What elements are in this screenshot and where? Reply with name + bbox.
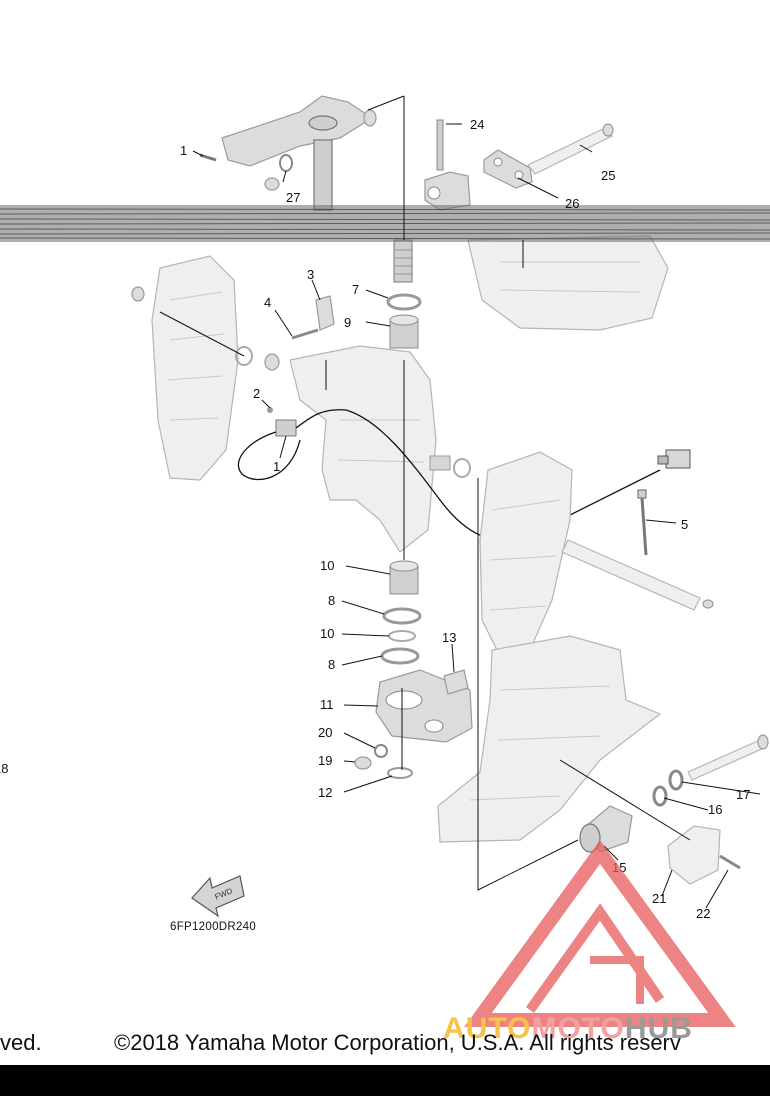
watermark-moto: MOTO	[531, 1012, 625, 1045]
spacer-14-part	[443, 669, 469, 695]
scan-artifact-lines	[0, 208, 770, 240]
callout-22: 22	[696, 906, 710, 921]
trim-sensor-part	[267, 407, 297, 437]
bolt-24-part	[436, 119, 444, 171]
shaft-25-part	[527, 123, 614, 175]
washer-27-part	[279, 154, 293, 172]
clamp-bracket-left-part	[131, 255, 253, 481]
bolt-18-part	[687, 734, 769, 781]
o-ring-20-part	[374, 744, 388, 758]
washer-17-part	[668, 769, 684, 791]
bushing-10-bottom-part	[389, 560, 419, 595]
lower-mount-housing-part	[437, 635, 662, 843]
bushing-10-top-part	[389, 314, 419, 349]
watermark-auto: AUTO	[443, 1012, 532, 1045]
copyright-text: ©2018 Yamaha Motor Corporation, U.S.A. A…	[114, 1030, 681, 1055]
sensor-lead-wire	[295, 409, 661, 541]
callout-11: 10	[320, 626, 334, 641]
callout-1: 1	[273, 459, 280, 474]
washer-9-part	[382, 607, 422, 625]
callout-10-bottom: 10	[320, 558, 334, 573]
upper-casing-part	[467, 235, 669, 331]
watermark-text: AUTOMOTOHUB	[443, 1012, 693, 1046]
cable-tie-5-part	[637, 489, 648, 556]
grease-nipple-19-part	[354, 756, 372, 770]
callout-3: 3	[307, 267, 314, 282]
cable-holder-part	[424, 171, 471, 211]
callout-8-bottom: 8	[328, 657, 335, 672]
watermark-hub: HUB	[624, 1012, 693, 1045]
callout-12: 11	[320, 697, 334, 712]
callout-20: 20	[318, 725, 332, 740]
callout-2: 2	[253, 386, 260, 401]
leader-lines	[159, 95, 761, 909]
fwd-arrow-icon: FWD	[191, 875, 245, 918]
washer-8-top-part	[386, 293, 422, 311]
steering-arm-part	[221, 95, 377, 211]
callout-19: 19	[318, 753, 332, 768]
screw-22-part	[719, 854, 741, 870]
copyright-left-fragment: ved.	[0, 1030, 42, 1055]
pin-4-part	[291, 328, 319, 340]
callout-labels: 1 27 24 25 26 3 4 7 9 2 1 5 10 8 10 8 13…	[0, 117, 750, 921]
callout-4: 4	[264, 295, 271, 310]
callout-9: 8	[328, 593, 335, 608]
through-tube-part	[561, 539, 714, 611]
cover-21-part	[667, 825, 721, 885]
connector-part	[657, 449, 691, 469]
washer-16-part	[652, 785, 668, 807]
callout-16: 16	[708, 802, 722, 817]
callout-8-top: 7	[352, 282, 359, 297]
diagram-code: 6FP1200DR240	[170, 921, 256, 933]
callout-5: 5	[681, 517, 688, 532]
callout-13: 12	[318, 785, 332, 800]
steering-shaft-part	[393, 239, 413, 283]
callout-17: 17	[736, 787, 750, 802]
mount-rubber-15-part	[579, 805, 633, 853]
washer-8-bottom-part	[380, 647, 420, 665]
clamp-bracket-right-part	[429, 451, 573, 657]
bottom-black-bar	[0, 1065, 770, 1096]
callout-24: 24	[470, 117, 484, 132]
watermark-logo-icon	[464, 840, 736, 1027]
callout-27: 27	[286, 190, 300, 205]
copyright-line: ved. ©2018 Yamaha Motor Corporation, U.S…	[0, 1030, 770, 1060]
sensor-lead-loop	[237, 431, 301, 481]
plate-13-part	[387, 767, 413, 779]
callout-21: 21	[652, 891, 666, 906]
callout-25: 25	[601, 168, 615, 183]
gasket-26-part	[483, 149, 533, 189]
o-ring-11-part	[388, 630, 416, 642]
callout-7: 1	[180, 143, 187, 158]
callout-14: 13	[442, 630, 456, 645]
clip-3-part	[315, 295, 335, 331]
callout-10-top: 9	[344, 315, 351, 330]
nut-23-part	[264, 177, 280, 191]
callout-26: 26	[565, 196, 579, 211]
swivel-bracket-part	[264, 345, 437, 553]
callout-18-cut: 18	[0, 761, 8, 776]
